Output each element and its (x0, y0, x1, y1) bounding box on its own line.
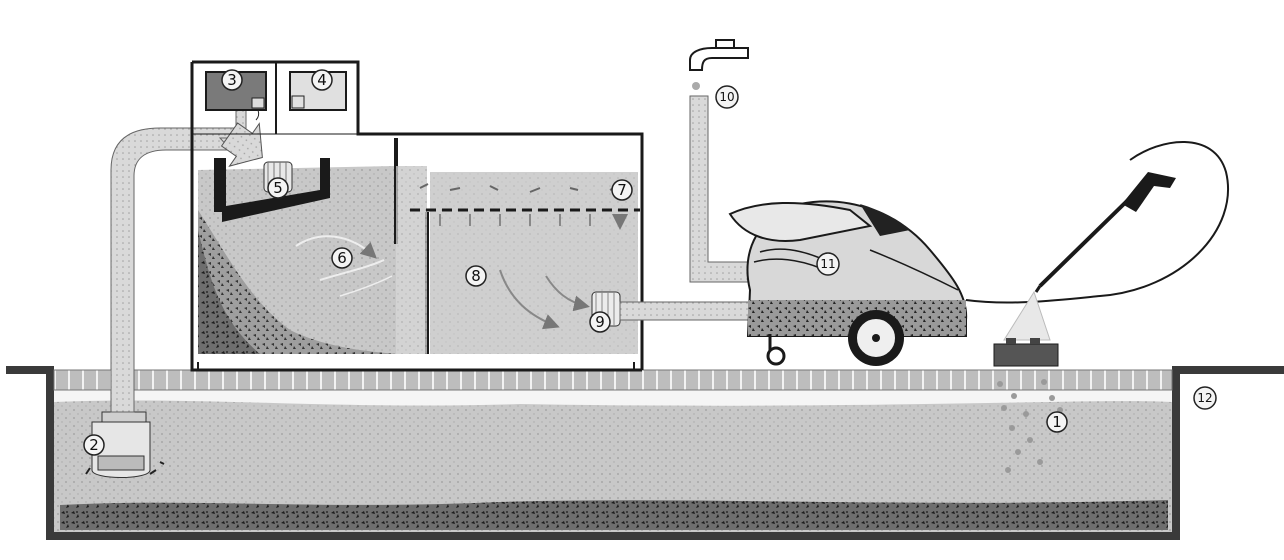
callout-10: 10 (716, 86, 738, 108)
svg-text:7: 7 (617, 181, 627, 199)
callout-9: 9 (590, 312, 610, 332)
callout-2: 2 (84, 435, 104, 455)
collection-basin (6, 366, 1284, 540)
high-pressure-hose (966, 142, 1228, 303)
recycled-water-pipe (620, 302, 750, 320)
svg-text:1: 1 (1052, 413, 1062, 431)
callout-11: 11 (817, 253, 839, 275)
spray-gun-icon (1004, 172, 1176, 340)
svg-text:12: 12 (1197, 391, 1212, 405)
svg-text:5: 5 (273, 179, 283, 197)
callout-6: 6 (332, 248, 352, 268)
svg-text:9: 9 (595, 313, 605, 331)
treatment-tank (192, 62, 642, 370)
svg-text:11: 11 (820, 257, 835, 271)
pressure-washer (730, 201, 966, 366)
svg-text:6: 6 (337, 249, 347, 267)
svg-text:3: 3 (227, 71, 237, 89)
part-being-cleaned-icon (994, 338, 1058, 366)
callout-1: 1 (1047, 412, 1067, 432)
callout-12: 12 (1194, 387, 1216, 409)
water-tap-icon (690, 40, 748, 90)
svg-text:2: 2 (89, 436, 99, 454)
svg-text:4: 4 (317, 71, 327, 89)
svg-text:10: 10 (719, 90, 734, 104)
callout-3: 3 (222, 70, 242, 90)
callout-8: 8 (466, 266, 486, 286)
svg-text:8: 8 (471, 267, 481, 285)
callout-4: 4 (312, 70, 332, 90)
wheel (848, 310, 904, 366)
callout-7: 7 (612, 180, 632, 200)
callout-5: 5 (268, 178, 288, 198)
